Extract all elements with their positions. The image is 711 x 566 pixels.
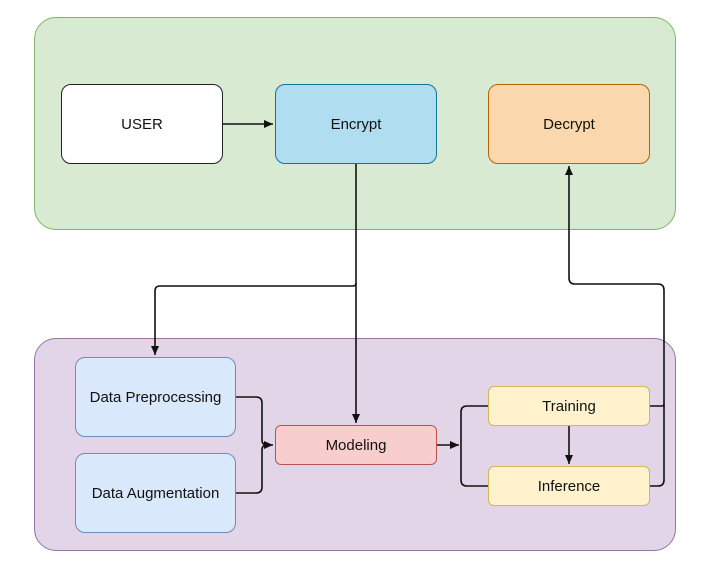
encrypt-label: Encrypt xyxy=(330,115,382,133)
modeling-label: Modeling xyxy=(325,436,387,454)
data-preprocessing-label: Data Preprocessing xyxy=(89,388,222,406)
training-label: Training xyxy=(542,397,596,415)
decrypt-label: Decrypt xyxy=(543,115,595,133)
user-label: USER xyxy=(121,115,163,133)
inference-node: Inference xyxy=(488,466,650,506)
inference-label: Inference xyxy=(537,477,601,495)
modeling-node: Modeling xyxy=(275,425,437,465)
data-preprocessing-node: Data Preprocessing xyxy=(75,357,236,437)
encrypt-node: Encrypt xyxy=(275,84,437,164)
decrypt-node: Decrypt xyxy=(488,84,650,164)
training-node: Training xyxy=(488,386,650,426)
data-augmentation-node: Data Augmentation xyxy=(75,453,236,533)
user-node: USER xyxy=(61,84,223,164)
data-augmentation-label: Data Augmentation xyxy=(91,484,220,502)
